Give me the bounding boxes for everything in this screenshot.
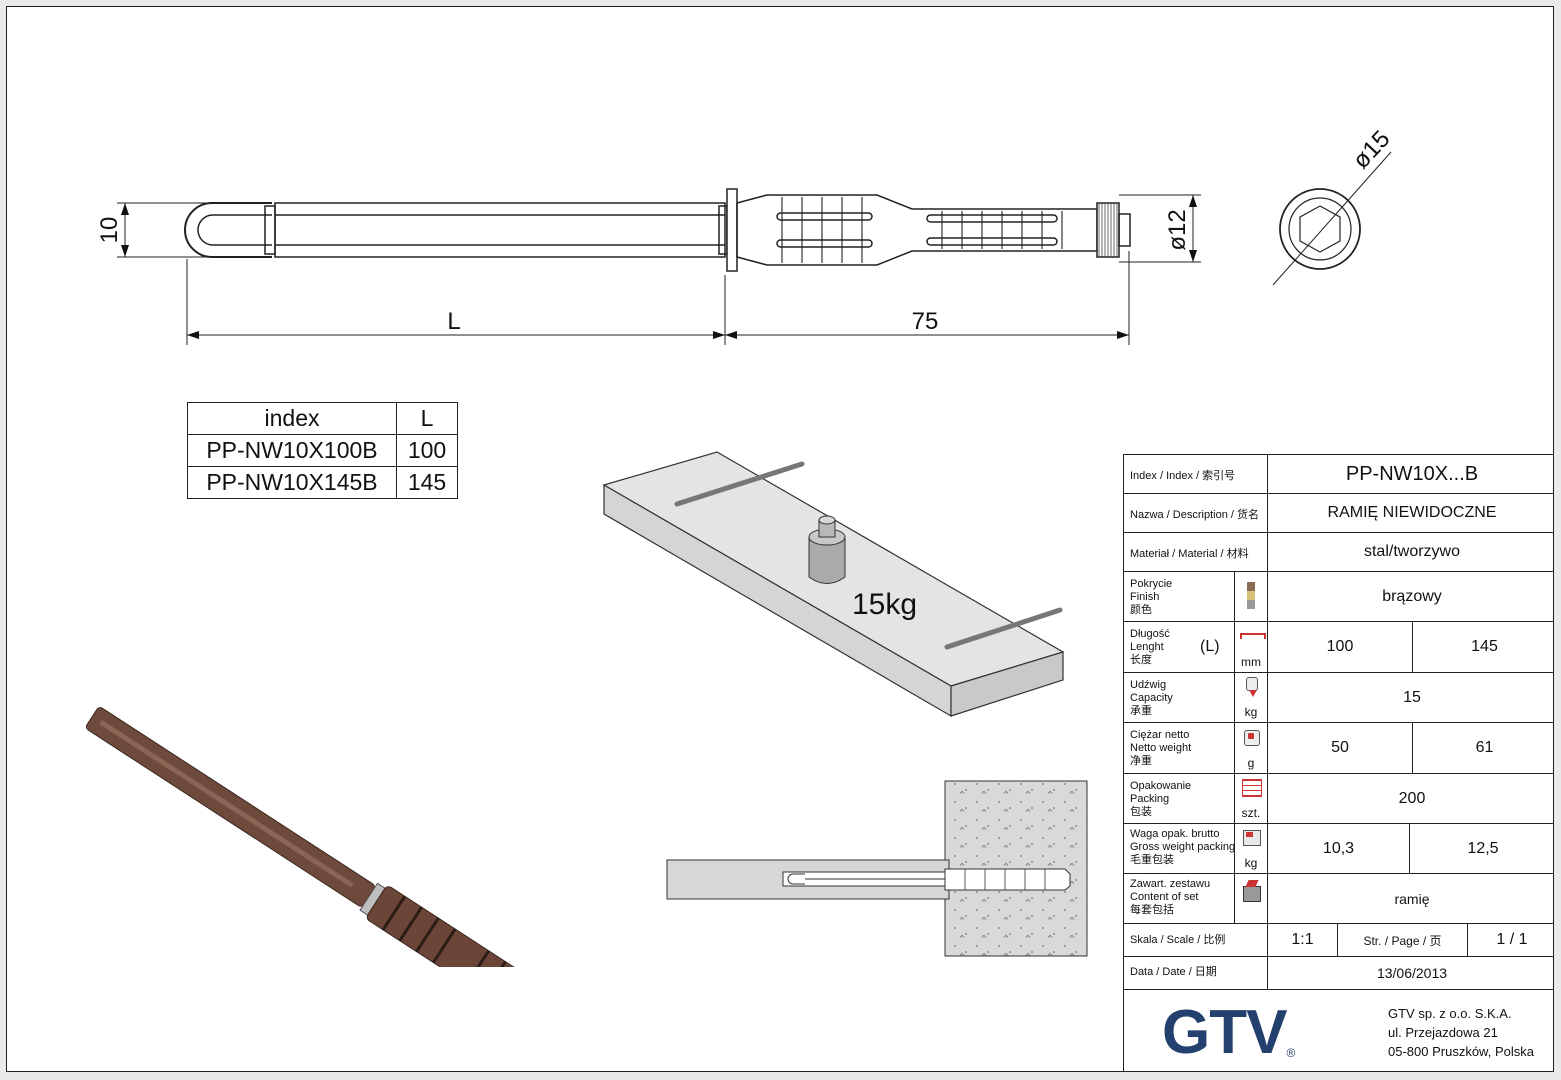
dim-height-10: 10 [96, 217, 123, 244]
dim-diameter-12: ø12 [1164, 209, 1191, 250]
capacity-icon: kg [1234, 673, 1267, 722]
finish-row: Pokrycie Finish 颜色 brązowy [1124, 572, 1553, 622]
description-value: RAMIĘ NIEWIDOCZNE [1267, 494, 1553, 532]
gross-weight-row: Waga opak. brutto Gross weight packing 毛… [1124, 824, 1553, 874]
content-value: ramię [1267, 874, 1553, 923]
shelf-illustration: 15kg [602, 451, 1065, 718]
end-view [1279, 188, 1361, 270]
title-block: Index / Index / 索引号 PP-NW10X...B Nazwa /… [1123, 454, 1553, 1071]
gross-weight-label: Waga opak. brutto Gross weight packing 毛… [1130, 828, 1236, 866]
ruler-icon: mm [1234, 622, 1267, 672]
scale-label: Skala / Scale / 比例 [1130, 934, 1226, 946]
dim-length-75: 75 [912, 308, 939, 335]
page-label: Str. / Page / 页 [1337, 924, 1467, 956]
rod-side-view [184, 188, 1131, 272]
dim-diameter-15: ø15 [1348, 126, 1396, 175]
index-value: PP-NW10X...B [1267, 455, 1553, 493]
index-row: Index / Index / 索引号 PP-NW10X...B [1124, 455, 1553, 494]
table-row: PP-NW10X145B 145 [187, 466, 458, 499]
material-row: Materiał / Material / 材料 stal/tworzywo [1124, 533, 1553, 572]
packing-label: Opakowanie Packing 包装 [1130, 780, 1192, 818]
company-street: ul. Przejazdowa 21 [1388, 1025, 1498, 1040]
table-row: PP-NW10X100B 100 [187, 434, 458, 467]
index-header: index [187, 402, 397, 435]
length-cell: 145 [396, 466, 458, 499]
dim-length-l: L [447, 308, 460, 335]
date-row: Data / Date / 日期 13/06/2013 [1124, 957, 1553, 990]
index-cell: PP-NW10X145B [187, 466, 397, 499]
weight-value-61: 61 [1412, 723, 1553, 773]
dimension-lines [117, 151, 1392, 345]
drawing-sheet: 10 L 75 ø12 ø15 index L PP-NW10X100B 100… [6, 6, 1554, 1072]
date-value: 13/06/2013 [1267, 957, 1553, 989]
index-label: Index / Index / 索引号 [1130, 470, 1236, 482]
capacity-label: Udźwig Capacity 承重 [1130, 679, 1173, 717]
logo-text: GTV [1162, 998, 1287, 1067]
finish-value: brązowy [1267, 572, 1553, 621]
packing-icon: szt. [1234, 774, 1267, 823]
technical-drawing: 10 L 75 ø12 ø15 [96, 126, 1396, 345]
packing-row: Opakowanie Packing 包装 szt. 200 [1124, 774, 1553, 824]
index-table: index L PP-NW10X100B 100 PP-NW10X145B 14… [187, 402, 458, 499]
product-photo [85, 707, 562, 967]
scale-value: 1:1 [1267, 924, 1337, 956]
capacity-row: Udźwig Capacity 承重 kg 15 [1124, 673, 1553, 723]
finish-label: Pokrycie Finish 颜色 [1130, 578, 1173, 616]
load-label: 15kg [852, 588, 917, 621]
material-label: Materiał / Material / 材料 [1130, 548, 1249, 560]
material-value: stal/tworzywo [1267, 533, 1553, 571]
index-table-header: index L [187, 402, 458, 435]
weight-row: Ciężar netto Netto weight 净重 g 50 61 [1124, 723, 1553, 774]
index-cell: PP-NW10X100B [187, 434, 397, 467]
length-cell: 100 [396, 434, 458, 467]
date-label: Data / Date / 日期 [1130, 966, 1217, 978]
gross-weight-icon: kg [1234, 824, 1267, 873]
description-row: Nazwa / Description / 货名 RAMIĘ NIEWIDOCZ… [1124, 494, 1553, 533]
scale-page-row: Skala / Scale / 比例 1:1 Str. / Page / 页 1… [1124, 924, 1553, 957]
capacity-value: 15 [1267, 673, 1553, 722]
weight-value-50: 50 [1267, 723, 1412, 773]
box-icon [1234, 874, 1267, 923]
company-city: 05-800 Pruszków, Polska [1388, 1044, 1534, 1059]
length-header: L [396, 402, 458, 435]
company-footer: GTV ® GTV sp. z o.o. S.K.A. ul. Przejazd… [1124, 990, 1553, 1071]
length-label: Długość Lenght 长度 [1130, 628, 1170, 666]
gtv-logo: GTV ® [1162, 1002, 1295, 1064]
description-label: Nazwa / Description / 货名 [1130, 509, 1259, 521]
weight-g-icon: g [1234, 723, 1267, 773]
content-label: Zawart. zestawu Content of set 每套包括 [1130, 878, 1211, 916]
registered-icon: ® [1286, 1046, 1296, 1060]
page-value: 1 / 1 [1467, 924, 1553, 956]
weight-label: Ciężar netto Netto weight 净重 [1130, 729, 1192, 767]
length-value-145: 145 [1412, 622, 1553, 672]
wall-section-view [666, 780, 1088, 957]
gross-weight-value-2: 12,5 [1409, 824, 1553, 873]
company-name: GTV sp. z o.o. S.K.A. [1388, 1006, 1512, 1021]
length-symbol: (L) [1200, 638, 1220, 655]
length-row: Długość Lenght 长度 (L) mm 100 145 [1124, 622, 1553, 673]
packing-value: 200 [1267, 774, 1553, 823]
gross-weight-value-1: 10,3 [1267, 824, 1409, 873]
color-swatch-icon [1234, 572, 1267, 621]
weight-icon [808, 515, 846, 584]
length-value-100: 100 [1267, 622, 1412, 672]
content-row: Zawart. zestawu Content of set 每套包括 rami… [1124, 874, 1553, 924]
